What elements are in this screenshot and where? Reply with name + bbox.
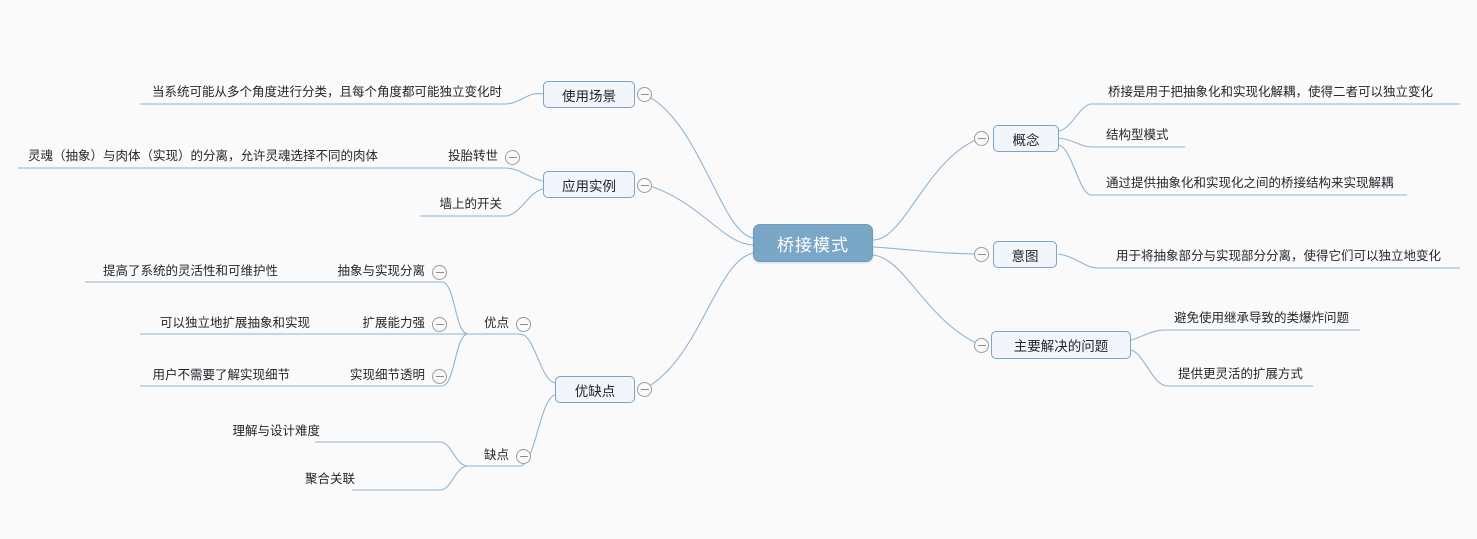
leaf-main-problems-2[interactable]: 提供更灵活的扩展方式 <box>1178 358 1338 384</box>
root-node-label: 桥接模式 <box>777 235 849 255</box>
branch-node-concept-label: 概念 <box>1012 132 1040 148</box>
leaf-extensibility-1[interactable]: 可以独立地扩展抽象和实现 <box>142 307 310 333</box>
sub-node-pros-label: 优点 <box>483 315 509 330</box>
toggle-pros[interactable] <box>516 317 531 332</box>
sub-node-abstraction-separation-label: 抽象与实现分离 <box>337 263 425 278</box>
leaf-abstraction-separation-1[interactable]: 提高了系统的灵活性和可维护性 <box>88 255 278 281</box>
toggle-reincarnation[interactable] <box>505 150 520 165</box>
leaf-wall-switch[interactable]: 墙上的开关 <box>330 188 502 214</box>
branch-node-pros-cons-label: 优缺点 <box>574 383 616 399</box>
leaf-concept-2-label: 结构型模式 <box>1106 127 1169 142</box>
branch-node-concept[interactable]: 概念 <box>993 125 1059 152</box>
leaf-intent-1-label: 用于将抽象部分与实现部分分离，使得它们可以独立地变化 <box>1116 248 1442 263</box>
leaf-cons-2-label: 聚合关联 <box>304 471 355 486</box>
branch-node-intent[interactable]: 意图 <box>993 241 1057 268</box>
sub-node-abstraction-separation[interactable]: 抽象与实现分离 <box>300 255 425 281</box>
toggle-intent[interactable] <box>974 247 989 262</box>
branch-node-intent-label: 意图 <box>1011 248 1039 264</box>
toggle-abstraction-separation[interactable] <box>432 265 447 280</box>
leaf-concept-1-label: 桥接是用于把抽象化和实现化解耦，使得二者可以独立变化 <box>1108 84 1434 99</box>
leaf-cons-2[interactable]: 聚合关联 <box>240 463 355 489</box>
leaf-concept-3-label: 通过提供抽象化和实现化之间的桥接结构来实现解耦 <box>1106 175 1394 190</box>
leaf-transparent-details-1[interactable]: 用户不需要了解实现细节 <box>142 359 290 385</box>
leaf-reincarnation-1-label: 灵魂（抽象）与肉体（实现）的分离，允许灵魂选择不同的肉体 <box>27 148 378 163</box>
leaf-extensibility-1-label: 可以独立地扩展抽象和实现 <box>159 315 310 330</box>
leaf-cons-1[interactable]: 理解与设计难度 <box>180 415 320 441</box>
sub-node-reincarnation[interactable]: 投胎转世 <box>380 140 498 166</box>
branch-node-main-problems-label: 主要解决的问题 <box>1013 339 1109 354</box>
branch-node-application-examples-label: 应用实例 <box>562 178 616 194</box>
leaf-transparent-details-1-label: 用户不需要了解实现细节 <box>152 367 290 382</box>
branch-node-application-examples[interactable]: 应用实例 <box>543 171 635 198</box>
leaf-main-problems-1-label: 避免使用继承导致的类爆炸问题 <box>1174 310 1350 325</box>
sub-node-pros[interactable]: 优点 <box>430 307 509 333</box>
branch-node-pros-cons[interactable]: 优缺点 <box>555 376 635 403</box>
branch-node-usage-scenarios[interactable]: 使用场景 <box>543 81 635 108</box>
toggle-main-problems[interactable] <box>974 338 989 353</box>
sub-node-reincarnation-label: 投胎转世 <box>447 148 498 163</box>
leaf-intent-1[interactable]: 用于将抽象部分与实现部分分离，使得它们可以独立地变化 <box>1116 240 1461 266</box>
leaf-abstraction-separation-1-label: 提高了系统的灵活性和可维护性 <box>102 263 278 278</box>
toggle-pros-cons[interactable] <box>637 382 652 397</box>
branch-node-usage-scenarios-label: 使用场景 <box>562 88 616 104</box>
toggle-concept[interactable] <box>974 131 989 146</box>
branch-node-main-problems[interactable]: 主要解决的问题 <box>991 331 1131 359</box>
sub-node-cons[interactable]: 缺点 <box>430 439 509 465</box>
leaf-concept-1[interactable]: 桥接是用于把抽象化和实现化解耦，使得二者可以独立变化 <box>1108 76 1458 102</box>
leaf-concept-3[interactable]: 通过提供抽象化和实现化之间的桥接结构来实现解耦 <box>1106 167 1426 193</box>
leaf-reincarnation-1[interactable]: 灵魂（抽象）与肉体（实现）的分离，允许灵魂选择不同的肉体 <box>20 140 378 166</box>
leaf-cons-1-label: 理解与设计难度 <box>232 423 320 438</box>
toggle-extensibility[interactable] <box>432 317 447 332</box>
sub-node-transparent-details[interactable]: 实现细节透明 <box>300 359 425 385</box>
toggle-application-examples[interactable] <box>637 178 652 193</box>
toggle-usage-scenarios[interactable] <box>637 87 652 102</box>
sub-node-extensibility-label: 扩展能力强 <box>362 315 425 330</box>
leaf-usage-scenarios-1[interactable]: 当系统可能从多个角度进行分类，且每个角度都可能独立变化时 <box>142 76 502 102</box>
root-node[interactable]: 桥接模式 <box>753 224 873 262</box>
toggle-cons[interactable] <box>516 449 531 464</box>
leaf-concept-2[interactable]: 结构型模式 <box>1106 119 1226 145</box>
sub-node-transparent-details-label: 实现细节透明 <box>349 367 425 382</box>
leaf-wall-switch-label: 墙上的开关 <box>439 196 502 211</box>
sub-node-cons-label: 缺点 <box>483 447 509 462</box>
toggle-transparent-details[interactable] <box>432 369 447 384</box>
leaf-main-problems-2-label: 提供更灵活的扩展方式 <box>1178 366 1304 381</box>
leaf-usage-scenarios-1-label: 当系统可能从多个角度进行分类，且每个角度都可能独立变化时 <box>151 84 502 99</box>
sub-node-extensibility[interactable]: 扩展能力强 <box>322 307 425 333</box>
leaf-main-problems-1[interactable]: 避免使用继承导致的类爆炸问题 <box>1174 302 1374 328</box>
